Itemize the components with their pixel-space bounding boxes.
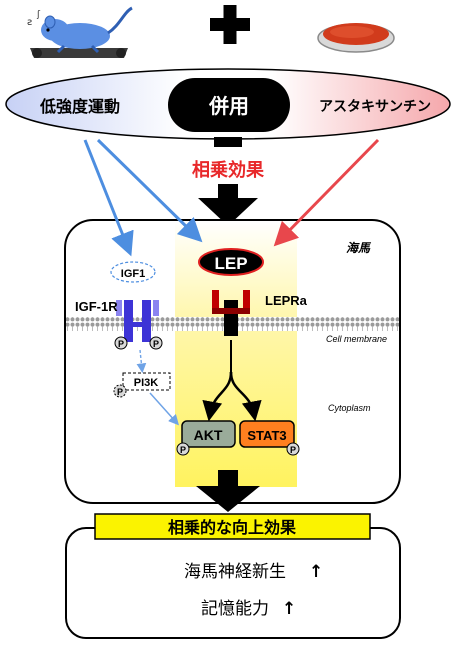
- igf1r-phospho-right: P: [149, 336, 163, 350]
- stat3-label: STAT3: [247, 428, 286, 443]
- result-line-neurogenesis-arrow: ↑: [309, 562, 323, 582]
- igf1r-label: IGF-1R: [75, 299, 118, 314]
- lep-oval: [198, 248, 264, 276]
- lepra-receptor: [212, 290, 250, 336]
- synergy-arrow: [198, 184, 258, 226]
- svg-text:P: P: [153, 339, 159, 349]
- svg-text:P: P: [180, 445, 186, 455]
- akt-label: AKT: [194, 427, 223, 443]
- result-line-memory-arrow: ↑: [282, 599, 296, 619]
- igf1r-phospho-left: P: [114, 336, 128, 350]
- pi3k-label: PI3K: [134, 377, 159, 389]
- treatment-ellipse: 低強度運動 併用 アスタキサンチン: [5, 68, 451, 140]
- akt-box: [181, 420, 236, 448]
- akt-phospho: P: [176, 442, 190, 456]
- result-box: [65, 527, 401, 639]
- mouse-treadmill-icon: ƨ ʃ: [27, 6, 133, 58]
- hippocampus-label: 海馬: [346, 241, 372, 255]
- cytoplasm-label: Cytoplasm: [328, 403, 371, 413]
- stat3-box: [239, 420, 295, 448]
- combined-stem: [214, 137, 242, 147]
- astaxanthin-dish-icon: [317, 23, 395, 53]
- igf1-oval: [110, 261, 156, 283]
- pi3k-to-akt-arrow: [149, 392, 180, 426]
- result-header: [94, 513, 371, 540]
- igf1r-receptor: [116, 300, 159, 342]
- plus-icon: [210, 5, 250, 44]
- synergy-label: 相乗効果: [192, 159, 265, 181]
- combined-label: 併用: [208, 94, 249, 118]
- exercise-to-igf1-arrow: [83, 139, 134, 257]
- svg-text:ƨ: ƨ: [27, 17, 32, 28]
- pi3k-box: [122, 372, 171, 391]
- svg-text:ʃ: ʃ: [36, 10, 41, 20]
- result-line-memory: 記憶能力: [201, 599, 269, 619]
- exercise-to-lep-arrow: [96, 138, 203, 243]
- svg-text:P: P: [118, 339, 124, 349]
- astaxanthin-to-lep-arrow: [273, 138, 380, 247]
- exercise-label: 低強度運動: [39, 97, 120, 116]
- stat3-phospho: P: [286, 442, 300, 456]
- result-header-label: 相乗的な向上効果: [168, 518, 296, 537]
- svg-text:P: P: [290, 445, 296, 455]
- lep-label: LEP: [214, 254, 247, 273]
- igf1-label: IGF1: [121, 268, 145, 280]
- pi3k-phospho: P: [113, 384, 127, 398]
- result-line-neurogenesis: 海馬神経新生: [184, 562, 286, 582]
- cell-membrane-label: Cell membrane: [326, 334, 387, 344]
- astaxanthin-label: アスタキサンチン: [319, 99, 431, 115]
- result-arrow: [196, 470, 260, 512]
- lepra-to-stat3-arrow: [229, 371, 262, 422]
- igf1r-to-pi3k-arrow: [136, 349, 147, 374]
- svg-text:P: P: [117, 387, 123, 397]
- lepra-label: LEPRa: [265, 293, 308, 308]
